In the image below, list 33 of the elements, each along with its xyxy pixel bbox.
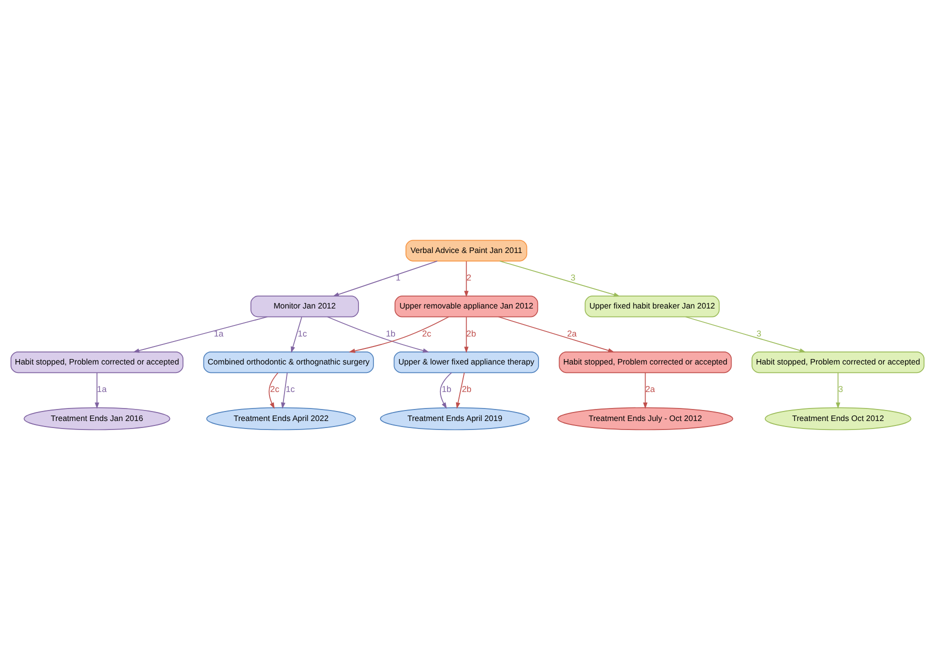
arrow bbox=[280, 372, 288, 409]
arrow bbox=[440, 372, 452, 409]
edge-label: 3 bbox=[570, 272, 576, 283]
edge-label: 1a bbox=[97, 384, 107, 394]
arrow bbox=[685, 316, 806, 353]
edge-label: 3 bbox=[756, 328, 762, 338]
edge-label: 1 bbox=[396, 272, 401, 283]
edge-label: 2b bbox=[462, 384, 472, 394]
arrow bbox=[268, 372, 278, 409]
arrow bbox=[464, 316, 469, 354]
edge-label: 1c bbox=[298, 328, 307, 338]
edge-label: 2c bbox=[422, 328, 432, 338]
arrow bbox=[94, 372, 100, 409]
arrow bbox=[332, 260, 438, 297]
arrow bbox=[464, 260, 469, 298]
edge-label: 2 bbox=[466, 272, 472, 283]
edge-label: 1b bbox=[386, 328, 396, 338]
edge-label: 1c bbox=[286, 384, 295, 394]
edge-label: 1b bbox=[442, 384, 452, 394]
edge-label: 2a bbox=[567, 328, 577, 338]
edge-label: 3 bbox=[838, 384, 844, 394]
arrow bbox=[456, 372, 465, 409]
edge-label: 1a bbox=[214, 328, 224, 338]
edge-label: 2a bbox=[645, 384, 655, 394]
arrow bbox=[498, 316, 614, 353]
edge-label: 2c bbox=[270, 384, 280, 394]
arrow bbox=[290, 316, 302, 353]
arrow bbox=[836, 372, 840, 409]
arrow bbox=[499, 260, 620, 297]
arrow bbox=[643, 372, 648, 409]
arrow bbox=[348, 316, 450, 354]
arrow bbox=[132, 316, 268, 353]
arrow bbox=[327, 316, 430, 353]
